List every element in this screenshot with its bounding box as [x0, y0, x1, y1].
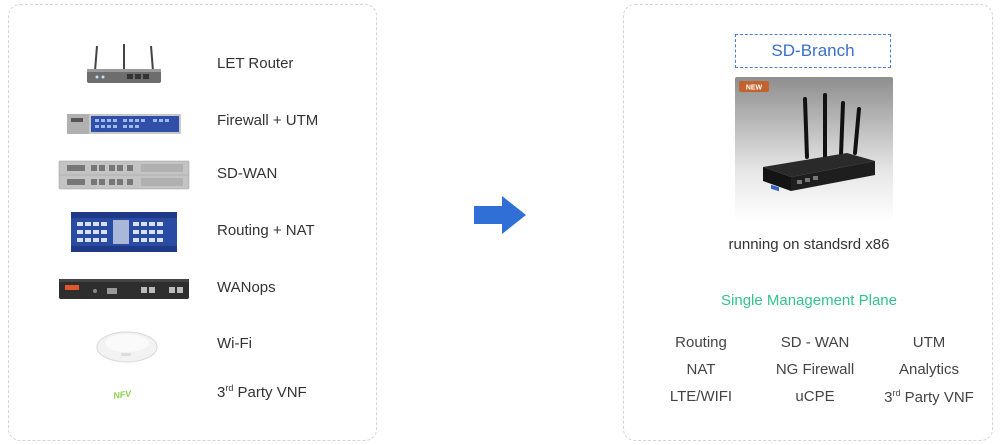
- device-row-routing-nat: Routing + NAT: [9, 210, 378, 254]
- wanop-appliance-icon: [59, 279, 189, 299]
- device-label: SD-WAN: [217, 165, 278, 182]
- single-management-plane-text: Single Management Plane: [721, 292, 897, 309]
- firewall-appliance-icon: [67, 114, 181, 134]
- arrow-right-icon: [474, 196, 526, 234]
- feature-routing: Routing: [675, 334, 727, 351]
- feature-utm: UTM: [912, 334, 946, 351]
- nfv-logo-icon: NFV: [113, 388, 133, 401]
- feature-ng-firewall: NG Firewall: [775, 361, 855, 378]
- wifi-access-point-icon: [96, 331, 158, 363]
- device-row-sdwan: SD-WAN: [9, 153, 378, 197]
- sdwan-appliance-icon: [58, 160, 190, 190]
- feature-analytics: Analytics: [898, 361, 960, 378]
- device-label: 3rd Party VNF: [217, 383, 307, 401]
- router-chassis-icon: [71, 212, 177, 252]
- device-row-wanops: WANops: [9, 267, 378, 311]
- feature-nat: NAT: [686, 361, 716, 378]
- device-row-lte-router: LET Router: [9, 43, 378, 87]
- running-on-x86-text: running on standsrd x86: [728, 236, 890, 253]
- device-row-firewall: Firewall + UTM: [9, 100, 378, 144]
- device-label: Routing + NAT: [217, 222, 315, 239]
- legacy-devices-panel: LET Router Firewall + UTM: [8, 4, 377, 441]
- feature-3rd-party-vnf: 3rd Party VNF: [884, 388, 974, 406]
- sd-branch-title: SD-Branch: [735, 34, 891, 68]
- device-label: Wi-Fi: [217, 335, 252, 352]
- feature-lte-wifi: LTE/WIFI: [669, 388, 733, 405]
- device-label: Firewall + UTM: [217, 112, 319, 129]
- feature-ucpe: uCPE: [795, 388, 835, 405]
- device-row-vnf: NFV 3rd Party VNF: [9, 371, 378, 415]
- new-badge: [739, 81, 769, 92]
- device-label: LET Router: [217, 55, 294, 72]
- lte-router-icon: [87, 44, 161, 83]
- sd-branch-panel: SD-Branch NEW running on standsrd x86 Si…: [623, 4, 993, 441]
- new-badge-text: NEW: [746, 85, 763, 92]
- device-row-wifi: Wi-Fi: [9, 323, 378, 367]
- device-label: WANops: [217, 279, 276, 296]
- nfv-logo-text: NFV: [113, 388, 133, 401]
- sd-branch-device-photo: NEW: [735, 77, 893, 221]
- feature-sd-wan: SD - WAN: [780, 334, 850, 351]
